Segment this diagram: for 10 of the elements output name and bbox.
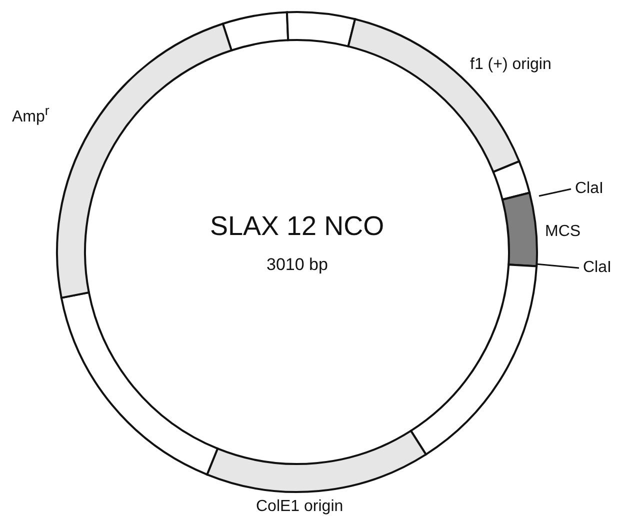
leader-line <box>536 263 580 269</box>
feature-label: ColE1 origin <box>256 498 344 516</box>
leader-line <box>538 188 572 197</box>
feature-label: f1 (+) origin <box>470 56 552 74</box>
feature-label: MCS <box>545 223 581 241</box>
plasmid-name: SLAX 12 NCO <box>210 212 384 242</box>
restriction-site-label: ClaI <box>575 180 604 198</box>
feature-label: Amp$^{r}$ <box>12 104 50 126</box>
plasmid-size: 3010 bp <box>266 256 328 275</box>
restriction-site-label: ClaI <box>583 259 612 277</box>
